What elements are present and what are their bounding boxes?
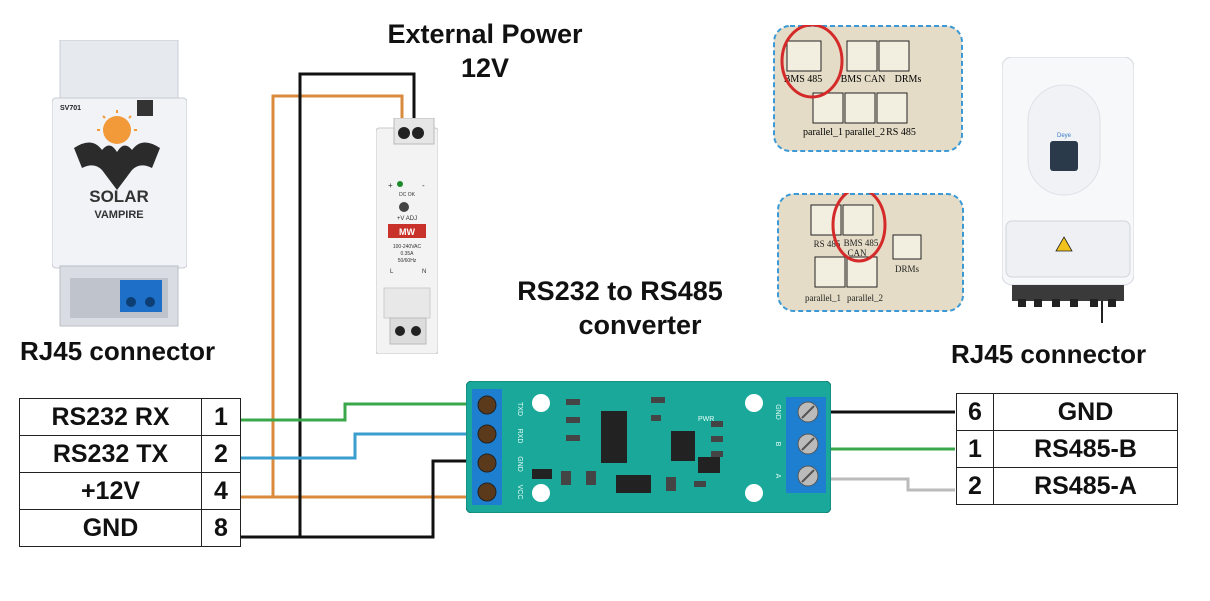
chip-ic xyxy=(616,475,651,493)
pin-gnd-right: GND xyxy=(774,404,781,420)
converter-line1: RS232 to RS485 xyxy=(517,276,723,306)
chip-ic xyxy=(601,411,627,463)
left-connector-title: RJ45 connector xyxy=(20,336,216,366)
table-row: RS232 RX 1 xyxy=(19,398,241,436)
pin-number: 8 xyxy=(201,509,241,547)
pin-number: 6 xyxy=(956,393,994,431)
psu-input: 100-240VAC xyxy=(393,244,422,250)
pin-signal: GND xyxy=(19,509,202,547)
led-icon xyxy=(397,181,403,187)
psu-n: N xyxy=(422,269,426,275)
sun-icon xyxy=(103,116,131,144)
converter-board: TXD RXD GND VCC PWR GND B A xyxy=(466,381,831,513)
port-parallel2-top: parallel_2 xyxy=(845,127,885,138)
pin-signal: RS232 TX xyxy=(19,435,202,473)
qr-code-icon xyxy=(137,100,153,116)
psu-brand: MW xyxy=(399,227,415,237)
port-rs485-top: RS 485 xyxy=(886,127,916,138)
port-panel-bottom: RS 485 BMS 485 CAN DRMs parallel_1 paral… xyxy=(777,193,964,312)
port-parallel2-bottom: parallel_2 xyxy=(847,293,883,303)
right-pin-table: 6 GND 1 RS485-B 2 RS485-A xyxy=(956,393,1178,505)
pin-a: A xyxy=(774,474,781,479)
pin-txd: TXD xyxy=(516,402,523,416)
table-row: 1 RS485-B xyxy=(956,430,1178,468)
right-connector-title: RJ45 connector xyxy=(951,339,1147,369)
pin-b: B xyxy=(774,442,781,447)
inverter: Deye xyxy=(1002,57,1134,323)
port-parallel1-bottom: parallel_1 xyxy=(805,293,841,303)
power-supply: DC OK + - +V ADJ MW 100-240VAC 0.35A 50/… xyxy=(376,118,438,354)
table-row: RS232 TX 2 xyxy=(19,435,241,473)
port-can-bottom: CAN xyxy=(847,248,867,258)
external-power-line2: 12V xyxy=(460,53,510,83)
pwr-label: PWR xyxy=(698,416,714,423)
pin-gnd-left: GND xyxy=(516,456,523,472)
chip-ic xyxy=(671,431,695,461)
converter-title: RS232 to RS485 converter xyxy=(485,274,755,342)
pin-signal: +12V xyxy=(19,472,202,510)
device-terminal-block xyxy=(120,280,162,312)
external-power-line1: External Power xyxy=(387,19,583,49)
port-rs485-bottom: RS 485 xyxy=(814,239,841,249)
wire-12v-orange xyxy=(240,94,404,499)
pin-number: 2 xyxy=(956,467,994,505)
solar-vampire-device: SV701 SOLAR VAMPIRE xyxy=(52,40,187,327)
pin-signal: RS485-A xyxy=(993,467,1178,505)
highlight-circle xyxy=(831,193,887,263)
port-bms485-top: BMS 485 xyxy=(784,74,823,85)
bat-logo-icon xyxy=(74,142,160,190)
wire-gnd-black xyxy=(240,72,416,539)
wire-tx-blue xyxy=(240,432,480,460)
port-drms-bottom: DRMs xyxy=(895,264,920,274)
port-bmscan-top: BMS CAN xyxy=(841,74,886,85)
pin-signal: RS485-B xyxy=(993,430,1178,468)
left-pin-table: RS232 RX 1 RS232 TX 2 +12V 4 GND 8 xyxy=(19,398,241,547)
port-panel-top: BMS 485 BMS CAN DRMs parallel_1 parallel… xyxy=(773,25,963,152)
pin-number: 4 xyxy=(201,472,241,510)
pin-signal: RS232 RX xyxy=(19,398,202,436)
pin-signal: GND xyxy=(993,393,1178,431)
table-row: 2 RS485-A xyxy=(956,467,1178,505)
pin-number: 1 xyxy=(956,430,994,468)
pin-number: 1 xyxy=(201,398,241,436)
device-brand-line2: VAMPIRE xyxy=(94,209,143,221)
adjust-knob-icon xyxy=(399,202,409,212)
wire-rx-green xyxy=(240,402,480,422)
port-drms-top: DRMs xyxy=(895,74,922,85)
mw-logo-icon xyxy=(388,224,426,238)
table-row: 6 GND xyxy=(956,393,1178,431)
highlight-circle xyxy=(780,25,844,99)
wire-a-gray xyxy=(828,477,955,492)
device-brand-line1: SOLAR xyxy=(89,187,149,206)
external-power-title: External Power 12V xyxy=(350,17,620,85)
pin-number: 2 xyxy=(201,435,241,473)
psu-current: 0.35A xyxy=(400,251,414,257)
psu-minus: - xyxy=(422,181,425,190)
psu-l: L xyxy=(390,269,394,275)
psu-freq: 50/60Hz xyxy=(398,258,417,264)
table-row: +12V 4 xyxy=(19,472,241,510)
port-parallel1-top: parallel_1 xyxy=(803,127,843,138)
port-bms485-bottom: BMS 485 xyxy=(844,238,879,248)
device-model: SV701 xyxy=(60,105,81,112)
psu-plus: + xyxy=(388,181,393,190)
psu-dc-ok: DC OK xyxy=(399,192,416,198)
converter-line2: converter xyxy=(578,310,702,340)
inverter-display-icon xyxy=(1050,141,1078,171)
inverter-brand: Deye xyxy=(1057,133,1072,139)
pin-vcc: VCC xyxy=(516,485,523,500)
pin-rxd: RXD xyxy=(516,429,523,444)
table-row: GND 8 xyxy=(19,509,241,547)
psu-v-adj: +V ADJ xyxy=(397,216,417,222)
warning-icon xyxy=(1055,236,1073,252)
wire-gnd-black-2 xyxy=(300,459,480,539)
